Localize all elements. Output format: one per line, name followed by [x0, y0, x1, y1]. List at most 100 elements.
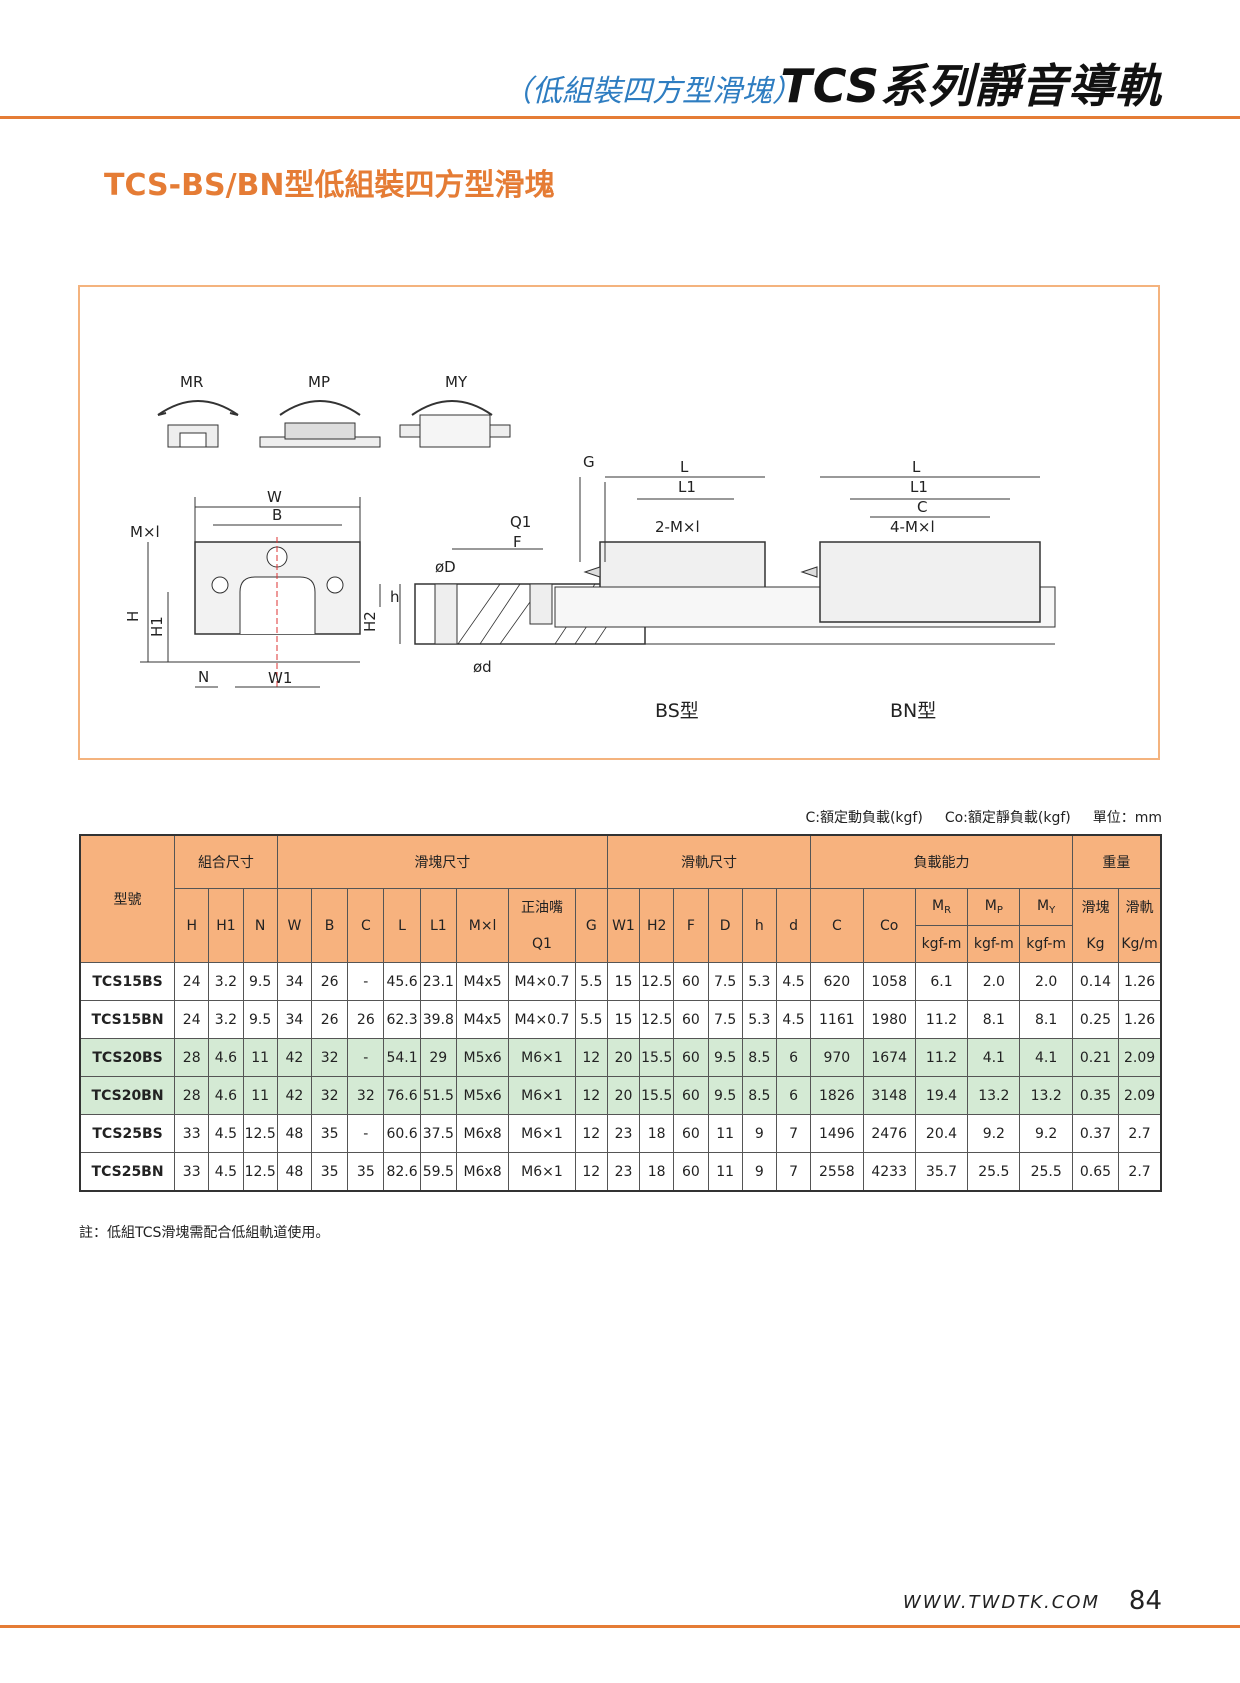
th-kgfm-mp: kgf-m — [967, 925, 1021, 963]
cell-co: 3148 — [862, 1076, 916, 1115]
th-d-small: d — [775, 888, 812, 963]
cell-d: 7.5 — [707, 1000, 743, 1039]
cell-h2: 18 — [639, 1152, 675, 1192]
cell-g: 5.5 — [574, 962, 608, 1001]
moment-mr-icon: MR — [157, 373, 239, 448]
bn-label: BN型 — [890, 700, 936, 722]
dim-4mxl: 4-M×l — [890, 518, 935, 536]
cell-f: 60 — [673, 1000, 709, 1039]
cell-d: 4.5 — [775, 1000, 812, 1039]
th-load: 負載能力 — [810, 834, 1073, 889]
cell-n: 11 — [242, 1076, 278, 1115]
cell-cdyn: 970 — [810, 1038, 864, 1077]
cell-w1: 23 — [606, 1114, 641, 1153]
cell-d: 7 — [775, 1152, 812, 1192]
th-kgfm-mr: kgf-m — [914, 925, 969, 963]
th-w1: W1 — [606, 888, 641, 963]
cell-l1: 59.5 — [419, 1152, 457, 1192]
cell-c: - — [347, 1114, 385, 1153]
dim-q1: Q1 — [510, 513, 531, 531]
cell-h: 33 — [174, 1152, 210, 1192]
dim-2mxl: 2-M×l — [655, 518, 700, 536]
cell-mr: 11.2 — [914, 1000, 969, 1039]
cell-q1: M4×0.7 — [508, 1000, 576, 1039]
footer-rule — [0, 1625, 1240, 1628]
cell-my: 25.5 — [1019, 1152, 1073, 1192]
units-c: C:額定動負載(kgf) — [805, 810, 923, 826]
th-grease-bottom: Q1 — [508, 925, 576, 963]
cell-n: 12.5 — [242, 1152, 278, 1192]
cell-c: 32 — [347, 1076, 385, 1115]
cell-model: TCS15BN — [79, 1000, 176, 1039]
footer-url[interactable]: WWW.TWDTK.COM — [902, 1592, 1100, 1613]
cell-h: 33 — [174, 1114, 210, 1153]
moment-my-icon: MY — [399, 373, 511, 448]
cell-kg: 0.21 — [1071, 1038, 1120, 1077]
cell-mxl: M5x6 — [455, 1038, 510, 1077]
dim-h1: H1 — [148, 616, 166, 637]
cell-h1: 3.2 — [208, 1000, 244, 1039]
my-label: MY — [445, 373, 468, 391]
cell-h1: 4.5 — [208, 1152, 244, 1192]
th-h1: H1 — [208, 888, 244, 963]
th-h2: H2 — [639, 888, 675, 963]
cell-co: 2476 — [862, 1114, 916, 1153]
th-d-large: D — [707, 888, 743, 963]
cell-mp: 8.1 — [967, 1000, 1021, 1039]
cell-h: 28 — [174, 1076, 210, 1115]
end-view-drawing: M×l W B H H1 N W1 — [124, 488, 361, 688]
cell-n: 9.5 — [242, 1000, 278, 1039]
cell-kgm: 2.09 — [1118, 1076, 1162, 1115]
cell-h1: 3.2 — [208, 962, 244, 1001]
dim-c: C — [917, 498, 927, 516]
cell-b: 26 — [310, 962, 349, 1001]
cell-c: 26 — [347, 1000, 385, 1039]
cell-cdyn: 1826 — [810, 1076, 864, 1115]
cell-w1: 20 — [606, 1076, 641, 1115]
cell-g: 12 — [574, 1114, 608, 1153]
dim-g: G — [583, 453, 595, 471]
bn-side-view: L L1 C 4-M×l BN型 — [800, 458, 1041, 722]
cell-kg: 0.65 — [1071, 1152, 1120, 1192]
cell-kgm: 1.26 — [1118, 1000, 1162, 1039]
cell-f: 60 — [673, 1152, 709, 1192]
cell-d: 11 — [707, 1114, 743, 1153]
cell-kgm: 1.26 — [1118, 962, 1162, 1001]
th-mp: MP — [967, 888, 1021, 926]
cell-b: 35 — [310, 1152, 349, 1192]
cell-mp: 9.2 — [967, 1114, 1021, 1153]
cell-d: 4.5 — [775, 962, 812, 1001]
cell-h: 24 — [174, 1000, 210, 1039]
th-block: 滑塊尺寸 — [276, 834, 608, 889]
th-assembly: 組合尺寸 — [174, 834, 278, 889]
cell-l: 60.6 — [383, 1114, 421, 1153]
cell-cdyn: 2558 — [810, 1152, 864, 1192]
cell-mxl: M5x6 — [455, 1076, 510, 1115]
dim-l1-bs: L1 — [678, 478, 696, 496]
cell-l1: 51.5 — [419, 1076, 457, 1115]
cell-w: 34 — [276, 1000, 312, 1039]
dim-mxl: M×l — [130, 523, 160, 541]
cell-kg: 0.37 — [1071, 1114, 1120, 1153]
cell-h: 5.3 — [741, 1000, 777, 1039]
dim-h-small: h — [390, 588, 400, 606]
th-weight: 重量 — [1071, 834, 1162, 889]
dim-d-small: ød — [473, 658, 492, 676]
cell-f: 60 — [673, 1076, 709, 1115]
th-block-weight: 滑塊 — [1071, 888, 1120, 926]
section-title: TCS-BS/BN型低組裝四方型滑塊 — [104, 168, 555, 203]
th-n: N — [242, 888, 278, 963]
cell-h2: 18 — [639, 1114, 675, 1153]
cell-f: 60 — [673, 962, 709, 1001]
cell-n: 12.5 — [242, 1114, 278, 1153]
cell-q1: M4×0.7 — [508, 962, 576, 1001]
cell-kg: 0.25 — [1071, 1000, 1120, 1039]
cell-g: 5.5 — [574, 1000, 608, 1039]
dim-l-bn: L — [912, 458, 921, 476]
header-title: TCS系列靜音導軌 — [780, 59, 1162, 113]
cell-q1: M6×1 — [508, 1114, 576, 1153]
spec-table: 型號 組合尺寸 滑塊尺寸 滑軌尺寸 負載能力 重量 H H1 N W B C L… — [79, 834, 1162, 1192]
cell-c: 35 — [347, 1152, 385, 1192]
dim-d-large: øD — [435, 558, 456, 576]
dim-f: F — [513, 533, 522, 551]
